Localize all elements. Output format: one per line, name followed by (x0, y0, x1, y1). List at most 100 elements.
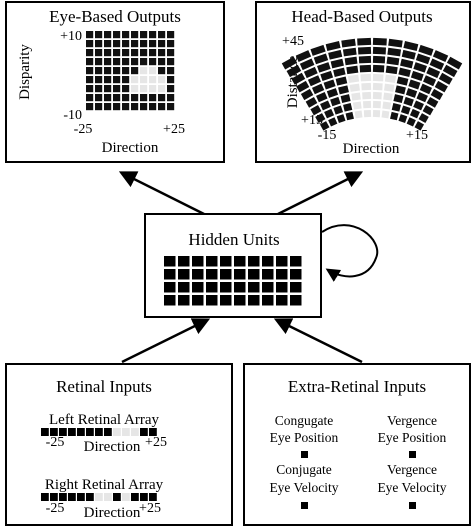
output-unit (122, 49, 130, 57)
eye-panel-title: Eye-Based Outputs (49, 7, 181, 26)
output-unit (426, 66, 441, 79)
vergence-velocity-label-line1: Vergence (387, 462, 437, 477)
output-unit (149, 103, 157, 111)
output-unit (345, 111, 354, 121)
hidden-unit (220, 295, 232, 306)
output-unit (167, 49, 175, 57)
output-unit (341, 38, 356, 48)
output-unit (398, 114, 408, 124)
eye-panel-x-max: +25 (163, 122, 185, 137)
eye-panel-x-label: Direction (102, 140, 159, 156)
hidden-unit (192, 282, 204, 293)
output-unit (140, 103, 148, 111)
left-array-label: Left Retinal Array (49, 412, 159, 428)
output-unit (336, 114, 346, 124)
output-unit (131, 31, 139, 39)
output-unit (104, 67, 112, 75)
retinal-unit (50, 428, 58, 436)
head-based-outputs-panel: Head-Based Outputs +45 Distance +15 -15 … (255, 1, 471, 163)
output-unit (122, 94, 130, 102)
output-unit (419, 83, 433, 95)
output-unit (86, 94, 94, 102)
output-unit (95, 67, 103, 75)
hidden-unit (290, 295, 302, 306)
output-unit (95, 58, 103, 66)
output-unit-inactive (372, 91, 382, 100)
retinal-unit (68, 493, 76, 501)
output-unit-inactive (384, 83, 395, 92)
output-unit-inactive (382, 101, 392, 110)
output-unit (158, 103, 166, 111)
output-unit (326, 88, 339, 98)
left-retinal-array (41, 428, 157, 436)
output-unit (149, 31, 157, 39)
hidden-unit (234, 295, 246, 306)
left-array-x-max: +25 (145, 435, 167, 450)
retinal-unit (68, 428, 76, 436)
output-unit (158, 31, 166, 39)
right-array-x-min: -25 (46, 501, 65, 516)
output-unit (395, 85, 406, 95)
output-unit (300, 88, 314, 101)
output-unit (418, 113, 429, 123)
output-unit (140, 58, 148, 66)
right-array-x-max: +25 (139, 501, 161, 516)
output-unit (434, 80, 448, 93)
output-unit (104, 103, 112, 111)
arrow-to-eye-outputs (118, 171, 205, 216)
output-unit (330, 58, 344, 69)
vergence-velocity-label-line2: Eye Velocity (377, 480, 446, 495)
conjugate-position-label-line2: Eye Position (270, 430, 339, 445)
hidden-unit (220, 282, 232, 293)
output-unit (95, 76, 103, 84)
output-unit (416, 92, 428, 103)
output-unit (140, 94, 148, 102)
output-unit (131, 58, 139, 66)
output-unit (113, 67, 121, 75)
eye-output-grid (86, 31, 175, 111)
output-unit-inactive (384, 74, 397, 83)
output-unit (140, 31, 148, 39)
output-unit (408, 79, 421, 90)
output-unit (95, 49, 103, 57)
conjugate-position-unit (301, 451, 308, 458)
output-unit (167, 76, 175, 84)
output-unit (333, 105, 344, 115)
output-unit (113, 103, 121, 111)
hidden-unit (234, 256, 246, 267)
output-unit (140, 40, 148, 48)
output-unit (281, 56, 298, 70)
output-unit (167, 31, 175, 39)
output-unit (104, 49, 112, 57)
retinal-unit (149, 493, 157, 501)
output-unit (86, 58, 94, 66)
output-unit-inactive (383, 92, 393, 101)
output-unit (113, 49, 121, 57)
output-unit-inactive (362, 91, 372, 100)
hidden-unit (234, 282, 246, 293)
retinal-unit (131, 493, 139, 501)
hidden-unit (262, 295, 274, 306)
output-unit (405, 88, 418, 98)
eye-panel-y-min: -10 (63, 108, 82, 123)
output-unit (122, 67, 130, 75)
retinal-unit-inactive (122, 428, 130, 436)
output-unit (346, 65, 359, 75)
retinal-panel-title: Retinal Inputs (56, 377, 152, 396)
output-unit-inactive (363, 100, 372, 109)
retinal-unit (113, 493, 121, 501)
output-unit (335, 76, 348, 86)
output-unit-inactive (158, 76, 166, 84)
output-unit (323, 79, 336, 90)
output-unit (415, 53, 431, 65)
output-unit (104, 94, 112, 102)
output-unit-inactive (352, 101, 362, 110)
output-unit (149, 94, 157, 102)
output-unit (95, 31, 103, 39)
retinal-unit-inactive (122, 493, 130, 501)
output-unit (342, 47, 357, 57)
output-unit (167, 85, 175, 93)
output-unit (338, 85, 349, 95)
retinal-unit (104, 428, 112, 436)
hidden-unit (276, 269, 288, 280)
